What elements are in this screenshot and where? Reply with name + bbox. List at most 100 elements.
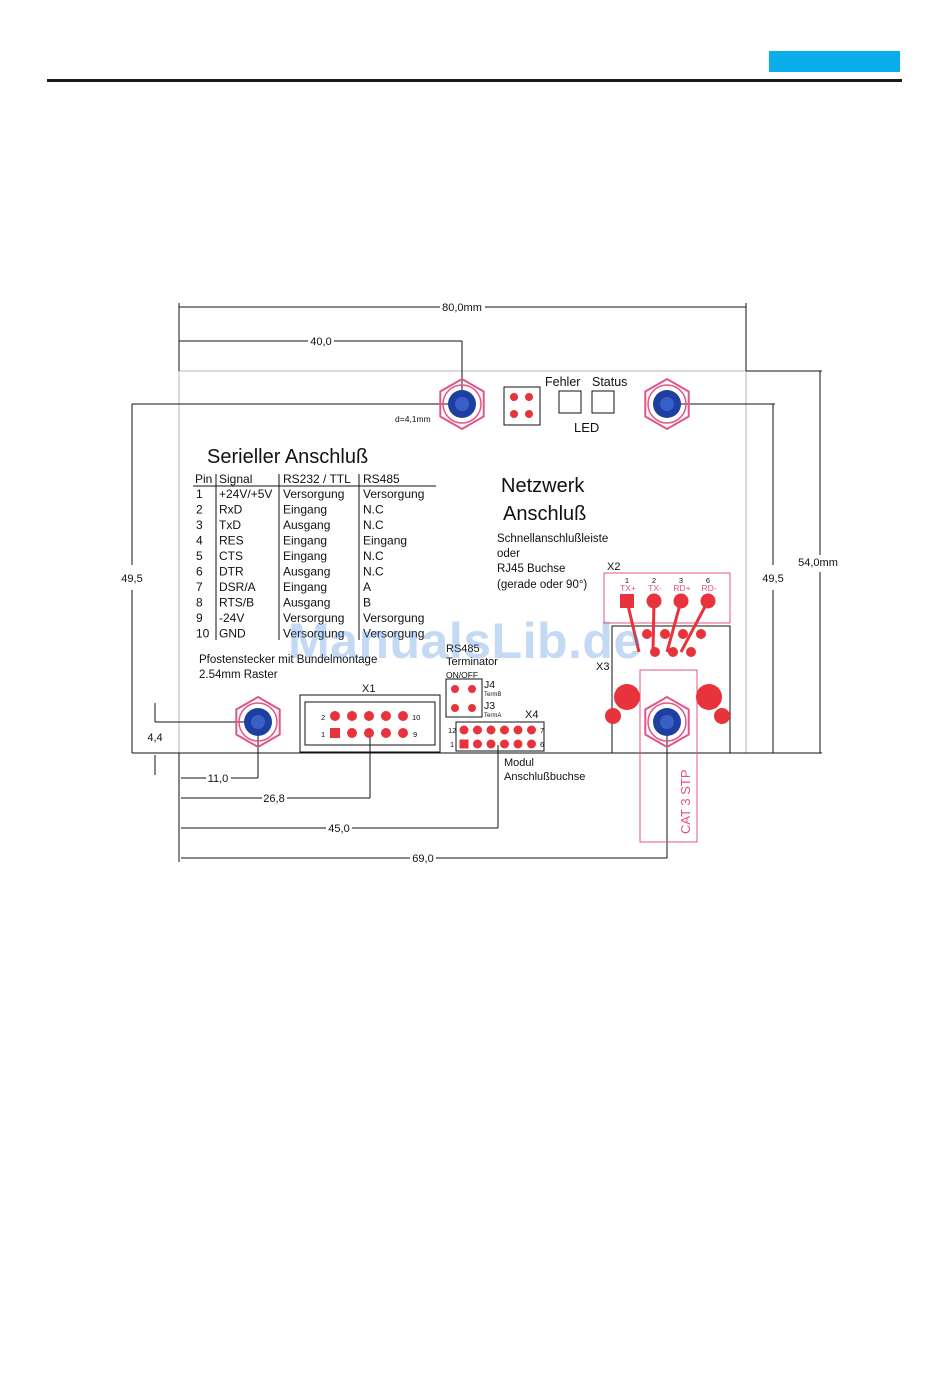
table-cell: RxD [219,503,243,517]
x4-pin [513,725,523,735]
x1-pin1-label: 1 [321,730,325,739]
rs485-label-3: ON/OFF [446,670,478,680]
led-header-pin [510,410,518,418]
x1-pin [364,728,374,738]
x2-pin-1 [620,594,634,608]
screw-bottom-left-ring [238,702,278,742]
x1-pin9-label: 9 [413,730,417,739]
x3-shield-right [696,684,722,710]
table-cell: 4 [196,534,203,548]
jumper-pin [451,704,459,712]
x1-pin [381,711,391,721]
table-cell: Versorgung [283,627,344,641]
table-cell: 5 [196,549,203,563]
x3-contact [642,629,652,639]
x1-pin [347,711,357,721]
header-rule [47,79,902,82]
x4-pin [486,725,496,735]
table-cell: 3 [196,518,203,532]
screw-top-right-ring [647,384,687,424]
x4-pin-a-label: 7 [540,726,544,735]
x3-post-left [605,708,621,724]
table-cell: N.C [363,549,384,563]
table-cell: Versorgung [363,627,424,641]
table-header-rs485: RS485 [363,472,400,486]
x2-signal: TX+ [620,583,636,593]
x4-pin [486,739,496,749]
table-cell: RTS/B [219,596,254,610]
x3-housing [611,625,731,754]
x4-pin1-label: 1 [450,740,454,749]
x2-pin [646,593,662,609]
jumper-pin [468,704,476,712]
x1-label: X1 [362,683,375,695]
dim-height-right-label: 49,5 [762,573,783,585]
dim-small-label: 4,4 [147,732,162,744]
x1-pin [398,711,408,721]
dim-45-label: 45,0 [328,823,349,835]
j3-label: J3 [484,700,495,712]
x4-housing [455,721,545,752]
table-cell: CTS [219,549,243,563]
table-cell: Eingang [363,534,407,548]
x3-label: X3 [596,661,609,673]
network-title-2: Anschluß [503,503,586,525]
table-cell: N.C [363,565,384,579]
table-cell: Eingang [283,503,327,517]
serial-note-2: 2.54mm Raster [199,669,278,681]
led-status-label: Status [592,375,627,389]
x4-pin [459,725,469,735]
table-cell: GND [219,627,246,641]
led-status-box [591,390,615,414]
dim-11-label: 11,0 [208,773,229,785]
led-header-pin [510,393,518,401]
x2-signal: TX- [648,583,662,593]
x4-pin [473,725,482,735]
dim-width-label: 80,0mm [442,302,482,314]
rs485-label-1: RS485 [446,643,480,655]
dim-26-label: 26,8 [263,793,284,805]
table-cell: RES [219,534,244,548]
table-cell: TxD [219,518,241,532]
table-cell: Eingang [283,549,327,563]
x1-pin [330,711,340,721]
led-header [503,386,541,426]
jumper-pin [451,685,459,693]
x1-pin [347,728,357,738]
serial-title: Serieller Anschluß [207,446,368,468]
table-cell: 2 [196,503,203,517]
screw-top-left-hex [439,377,485,431]
x2-trace [665,600,683,653]
screw-bottom-left-head-inner [251,715,265,729]
table-cell: 6 [196,565,203,579]
dim-height-total-label: 54,0mm [798,557,838,569]
x1-inner [304,701,436,746]
x2-trace [651,600,656,653]
x3-contact [660,629,670,639]
x1-housing [299,694,441,753]
table-cell: Versorgung [283,487,344,501]
x4-pin [500,725,509,735]
table-header-rs232: RS232 / TTL [283,472,351,486]
x2-label: X2 [607,561,620,573]
led-fehler-box [558,390,582,414]
led-header-pin [525,393,533,401]
x2-pin-number: 2 [652,576,656,585]
cable-label: CAT 3 STP [678,769,693,834]
led-header-pin [525,410,533,418]
x1-pin-1 [330,728,340,738]
x1-pin [381,728,391,738]
x4-pin-b-label: 6 [540,740,544,749]
x3-contact [650,647,660,657]
x2-block [603,572,731,624]
x4-pin [527,725,536,735]
x3-contact [696,629,706,639]
table-cell: +24V/+5V [219,487,272,501]
x1-pin10-label: 10 [412,713,420,722]
header-accent-bar [769,51,900,72]
screw-bottom-right-head-inner [660,715,674,729]
table-cell: 9 [196,611,203,625]
serial-note-1: Pfostenstecker mit Bundelmontage [199,654,377,666]
network-desc-1: Schnellanschlußleiste [497,533,608,545]
